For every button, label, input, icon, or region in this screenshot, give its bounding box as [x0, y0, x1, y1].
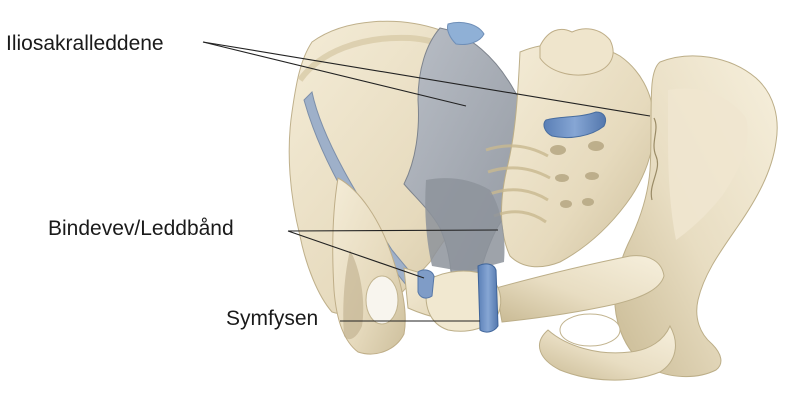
label-symphysis: Symfysen [226, 307, 318, 331]
left-sacroiliac-cartilage-top [447, 22, 484, 44]
left-obturator-foramen [366, 276, 398, 324]
left-pubic-cartilage [418, 270, 434, 298]
sacrum [502, 43, 655, 266]
right-obturator-foramen [560, 314, 620, 346]
sacral-promontory [540, 29, 613, 75]
label-sacroiliac-joints: Iliosakralleddene [6, 32, 164, 56]
symphysis-disc [478, 264, 498, 332]
label-connective-tissue: Bindevev/Leddbånd [48, 217, 234, 241]
